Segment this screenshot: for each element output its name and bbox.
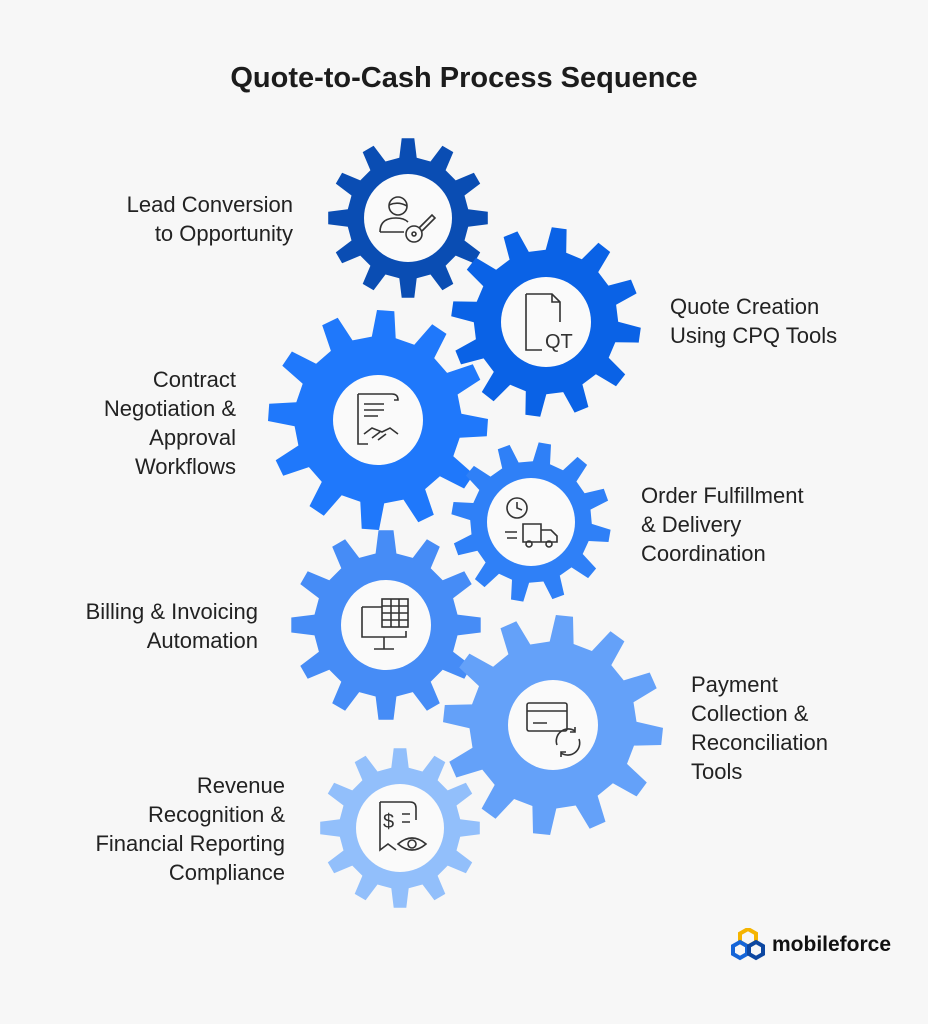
step-label-contract: Contract Negotiation & Approval Workflow… <box>103 367 236 479</box>
monitor-spreadsheet-icon <box>361 598 409 650</box>
delivery-truck-clock-icon <box>505 497 558 548</box>
step-label-lead: Lead Conversion to Opportunity <box>126 192 293 246</box>
gear-1 <box>328 138 488 298</box>
svg-text:$: $ <box>383 811 394 833</box>
page-title: Quote-to-Cash Process Sequence <box>230 62 698 94</box>
logo-text: mobileforce <box>772 933 892 956</box>
gear-center <box>356 784 444 872</box>
gear-6 <box>443 615 663 835</box>
mobileforce-logo: mobileforce <box>730 928 891 962</box>
gear-center <box>487 478 575 566</box>
step-label-order: Order Fulfillment & Delivery Coordinatio… <box>641 483 804 566</box>
gear-2: QT <box>451 227 641 417</box>
contract-handshake-icon <box>357 393 399 445</box>
gear-center <box>508 680 598 770</box>
quote-document-icon: QT <box>525 293 573 353</box>
gear-5 <box>291 530 481 720</box>
logo-hexagon-icon <box>731 928 765 961</box>
gear-center <box>333 375 423 465</box>
svg-text:QT: QT <box>545 331 573 353</box>
user-key-icon <box>379 196 437 243</box>
card-refresh-icon <box>526 702 581 757</box>
gear-center <box>501 277 591 367</box>
step-label-payment: Payment Collection & Reconciliation Tool… <box>691 672 828 784</box>
gear-center <box>364 174 452 262</box>
gear-4 <box>451 442 611 602</box>
step-label-billing: Billing & Invoicing Automation <box>85 599 258 653</box>
receipt-eye-icon: $ <box>379 801 428 852</box>
step-label-quote: Quote Creation Using CPQ Tools <box>670 294 838 348</box>
gear-7: $ <box>320 748 480 908</box>
gear-3 <box>268 310 488 530</box>
gear-center <box>341 580 431 670</box>
step-label-revenue: Revenue Recognition & Financial Reportin… <box>95 773 285 885</box>
